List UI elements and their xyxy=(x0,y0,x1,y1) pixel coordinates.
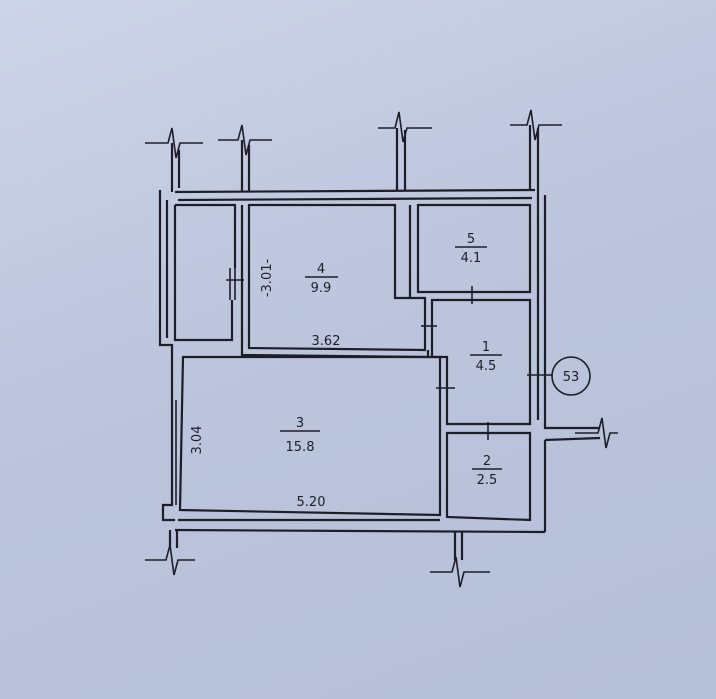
room-3-area: 15.8 xyxy=(286,440,315,455)
room-2-number: 2 xyxy=(483,454,491,469)
room-4-number: 4 xyxy=(317,262,325,277)
outer-walls xyxy=(158,125,601,560)
room-4-width-dimension: 3.62 xyxy=(312,334,341,349)
room-5-area: 4.1 xyxy=(461,251,482,266)
room-2-area: 2.5 xyxy=(477,473,498,488)
room-3-number: 3 xyxy=(296,416,304,431)
room-3-width-dimension: 5.20 xyxy=(297,495,326,510)
room-4-area: 9.9 xyxy=(311,281,332,296)
room-1-number: 1 xyxy=(482,340,490,355)
room-5-number: 5 xyxy=(467,232,475,247)
closet-walls xyxy=(173,203,244,342)
room-3-height-dimension: 3.04 xyxy=(190,426,205,455)
room-1-area: 4.5 xyxy=(476,359,497,374)
apartment-marker xyxy=(548,356,591,396)
room-3-walls xyxy=(171,355,442,517)
room-2-walls xyxy=(445,422,532,522)
break-symbols xyxy=(145,109,618,588)
room-4-height-dimension: -3.01- xyxy=(260,259,275,298)
apartment-number: 53 xyxy=(563,370,580,385)
